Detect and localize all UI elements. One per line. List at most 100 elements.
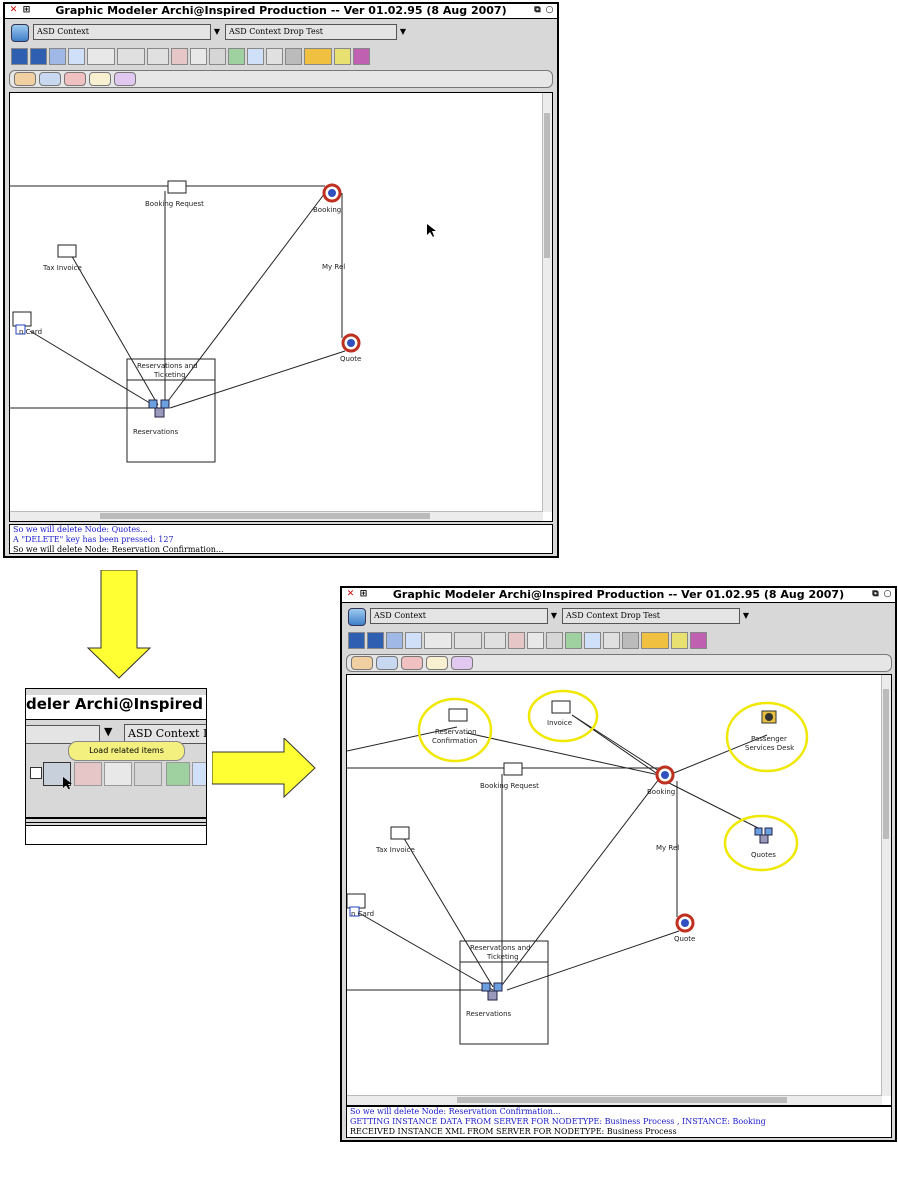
load-related-icon[interactable] [147, 48, 169, 65]
quote-node[interactable]: Quote [340, 333, 361, 363]
print-icon[interactable] [266, 48, 283, 65]
highlighter-icon[interactable] [671, 632, 688, 649]
palette-people-icon[interactable] [376, 656, 398, 670]
bin-icon[interactable] [353, 48, 370, 65]
load-related-icon[interactable] [484, 632, 506, 649]
card-node[interactable]: n Card [347, 893, 374, 918]
palette-people-icon[interactable] [39, 72, 61, 86]
zoom-combo: ASD Context I [124, 724, 206, 744]
maximize-icon[interactable]: ○ [545, 5, 554, 15]
vertical-scrollbar[interactable] [542, 93, 552, 512]
booking-request-node[interactable]: Booking Request [480, 762, 539, 790]
vertical-scrollbar[interactable] [881, 675, 891, 1096]
save-as-icon[interactable] [367, 632, 384, 649]
booking-node[interactable]: Booking [313, 183, 342, 214]
stamp-icon[interactable] [546, 632, 563, 649]
drop-combo[interactable]: ASD Context Drop Test [562, 608, 740, 624]
close-icon[interactable]: ✕ [9, 5, 18, 15]
palette-group-icon[interactable] [451, 656, 473, 670]
menu-icon[interactable]: ⊞ [22, 5, 31, 15]
menu-icon[interactable]: ⊞ [359, 589, 368, 599]
top-canvas[interactable]: Booking Request Booking My Rel Tax Invoi… [9, 92, 553, 522]
palette-process-icon[interactable] [401, 656, 423, 670]
text-icon[interactable] [190, 48, 207, 65]
refresh-icon[interactable] [228, 48, 245, 65]
comment-icon [192, 762, 206, 786]
card-node[interactable]: n Card [12, 311, 42, 336]
save-as-icon[interactable] [30, 48, 47, 65]
nodes-icon[interactable] [424, 632, 452, 649]
bin-icon[interactable] [690, 632, 707, 649]
eraser-icon[interactable] [171, 48, 188, 65]
top-window-titlebar[interactable]: ✕ ⊞ Graphic Modeler Archi@Inspired Produ… [5, 4, 557, 19]
folder-icon[interactable] [641, 632, 669, 649]
palette-hierarchy-icon[interactable] [351, 656, 373, 670]
page-icon[interactable] [49, 48, 66, 65]
context-combo[interactable]: ASD Context [33, 24, 211, 40]
passenger-services-desk-node[interactable]: Passenger Services Desk [745, 710, 795, 752]
folder-icon[interactable] [304, 48, 332, 65]
zoom-canvas [26, 825, 206, 844]
grid-icon[interactable] [622, 632, 639, 649]
save-icon[interactable] [348, 632, 365, 649]
highlight-circle [725, 701, 809, 773]
relation-label: My Rel [322, 263, 345, 271]
reservations-node[interactable]: Reservations [133, 399, 179, 436]
horizontal-scrollbar[interactable] [347, 1095, 882, 1105]
arrow-down-icon [86, 570, 152, 679]
palette-folder-icon[interactable] [89, 72, 111, 86]
context-icon[interactable] [348, 608, 366, 626]
reservation-confirmation-node[interactable]: Reservation Confirmation [432, 708, 477, 745]
palette-hierarchy-icon[interactable] [14, 72, 36, 86]
page-icon[interactable] [386, 632, 403, 649]
node-label: n Card [351, 910, 374, 918]
horizontal-scrollbar[interactable] [10, 511, 543, 521]
tax-invoice-node[interactable]: Tax Invoice [42, 244, 82, 272]
reservations-node[interactable]: Reservations [466, 982, 512, 1018]
chevron-down-icon[interactable]: ▼ [550, 611, 558, 620]
comment-icon[interactable] [247, 48, 264, 65]
context-icon[interactable] [11, 24, 29, 42]
close-icon[interactable]: ✕ [346, 589, 355, 599]
stamp-icon[interactable] [209, 48, 226, 65]
comment-icon[interactable] [584, 632, 601, 649]
restore-icon[interactable]: ⧉ [534, 5, 541, 15]
palette-group-icon[interactable] [114, 72, 136, 86]
print-icon[interactable] [603, 632, 620, 649]
edit-nodes-icon[interactable] [454, 632, 482, 649]
new-page-icon[interactable] [68, 48, 85, 65]
zoom-palette-bar [26, 789, 206, 815]
zoom-checkbox-icon [30, 767, 42, 779]
quotes-node[interactable]: Quotes [751, 827, 776, 859]
context-combo[interactable]: ASD Context [370, 608, 548, 624]
quote-node[interactable]: Quote [674, 913, 695, 943]
console-line: RECEIVED INSTANCE XML FROM SERVER FOR NO… [350, 1127, 677, 1136]
stamp-icon [134, 762, 162, 786]
eraser-icon[interactable] [508, 632, 525, 649]
bottom-window-titlebar[interactable]: ✕ ⊞ Graphic Modeler Archi@Inspired Produ… [342, 588, 895, 603]
maximize-icon[interactable]: ○ [883, 589, 892, 599]
new-page-icon[interactable] [405, 632, 422, 649]
restore-icon[interactable]: ⧉ [872, 589, 879, 599]
tax-invoice-node[interactable]: Tax Invoice [375, 826, 415, 854]
highlighter-icon[interactable] [334, 48, 351, 65]
load-related-icon[interactable] [43, 762, 71, 786]
booking-request-node[interactable]: Booking Request [145, 180, 204, 208]
booking-node[interactable]: Booking [647, 765, 675, 796]
palette-bar [346, 654, 892, 672]
chevron-down-icon[interactable]: ▼ [742, 611, 750, 620]
save-icon[interactable] [11, 48, 28, 65]
palette-folder-icon[interactable] [426, 656, 448, 670]
bottom-console: So we will delete Node: Reservation Conf… [346, 1106, 892, 1138]
chevron-down-icon[interactable]: ▼ [399, 27, 407, 36]
grid-icon[interactable] [285, 48, 302, 65]
text-icon[interactable] [527, 632, 544, 649]
edit-nodes-icon[interactable] [117, 48, 145, 65]
drop-combo[interactable]: ASD Context Drop Test [225, 24, 397, 40]
palette-process-icon[interactable] [64, 72, 86, 86]
invoice-node[interactable]: Invoice [547, 700, 572, 727]
refresh-icon[interactable] [565, 632, 582, 649]
chevron-down-icon[interactable]: ▼ [213, 27, 221, 36]
nodes-icon[interactable] [87, 48, 115, 65]
bottom-canvas[interactable]: Reservation Confirmation Invoice Passeng… [346, 674, 892, 1106]
